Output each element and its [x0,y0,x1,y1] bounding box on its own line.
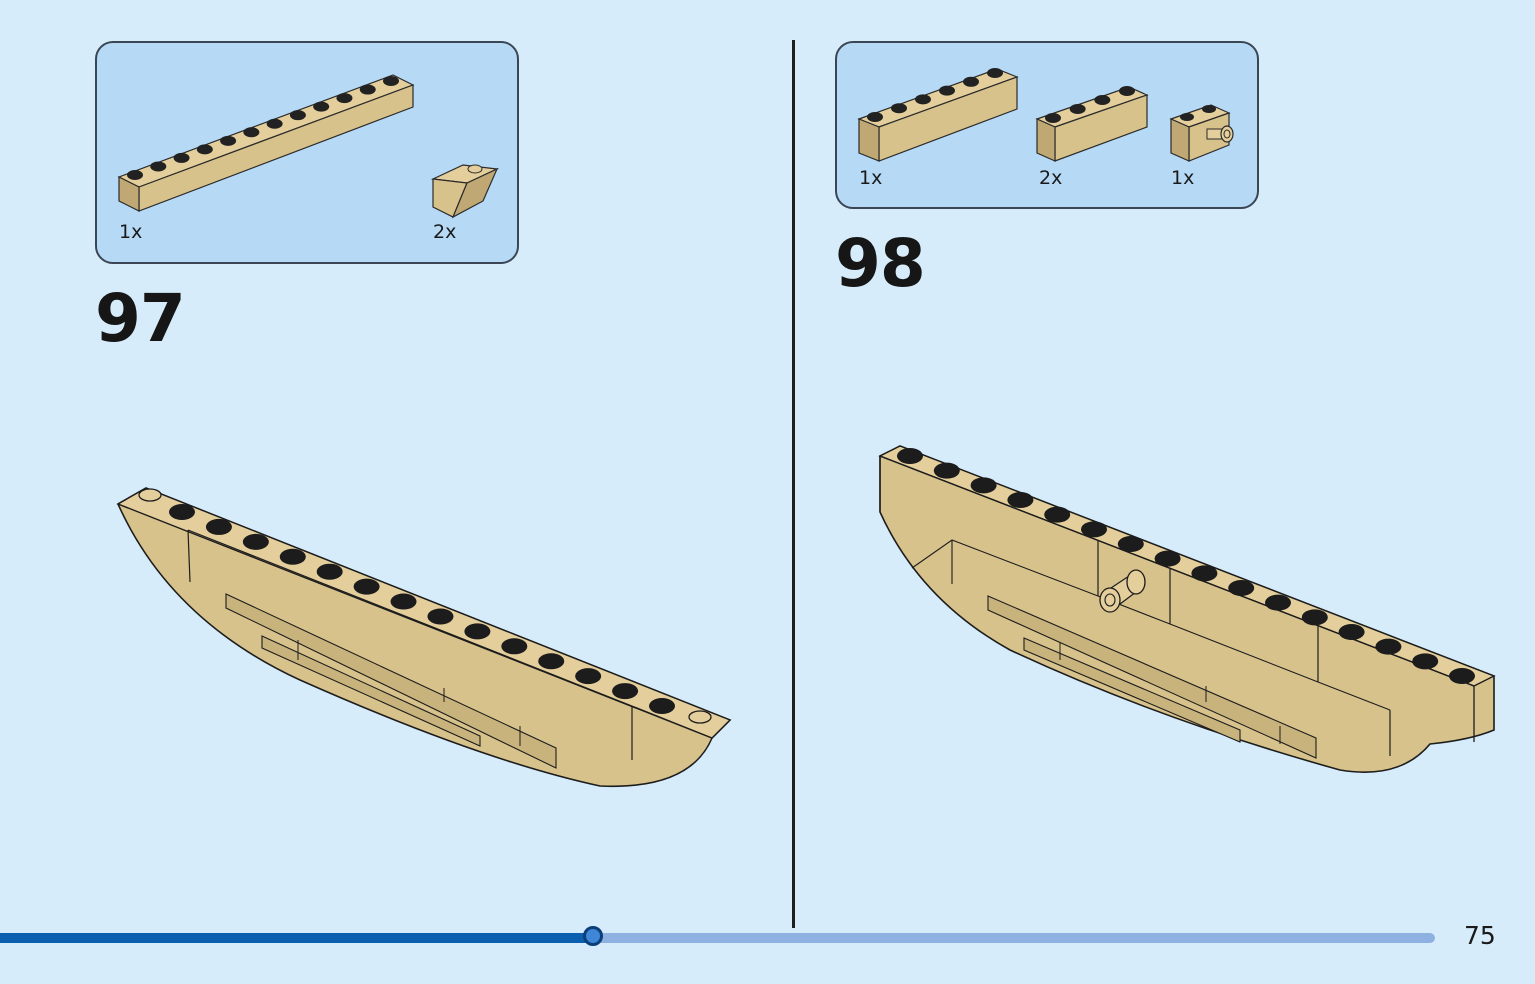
stud [390,593,417,610]
stud [1044,506,1071,523]
stud [1338,624,1365,640]
page-divider [792,40,795,928]
stud [1412,653,1439,670]
stud [915,94,931,105]
stud [205,518,232,535]
stud [939,85,955,96]
stud [173,152,190,163]
progress-knob[interactable] [583,926,603,946]
model-step-98 [878,445,1496,773]
page-number: 75 [1464,921,1496,950]
stud [316,563,343,580]
stud [1094,95,1111,105]
tan-brick-1x4-icon [1035,86,1149,162]
stud [1117,536,1144,552]
stud [266,118,283,129]
progress-track [0,933,1435,943]
stud [243,127,260,138]
parts-callout-step-97: 1x 2x [95,41,519,264]
stud [1081,521,1107,538]
part-quantity: 2x [1039,167,1063,189]
part-quantity: 2x [433,221,457,243]
stud [1154,550,1181,567]
step-number: 97 [95,280,186,357]
part-quantity: 1x [859,167,883,189]
stud [1265,594,1291,611]
tan-inverted-slope-icon [431,164,500,219]
progress-fill [0,933,593,943]
tan-brick-with-pin-icon [1169,104,1234,162]
stud [987,68,1003,78]
stud [538,653,565,670]
stud [963,76,979,87]
stud [242,533,269,550]
stud [313,101,330,112]
stud [1007,492,1034,508]
tan-brick-1x6-icon [857,68,1019,162]
stud [891,103,907,114]
stud [169,504,195,520]
stud [867,112,883,122]
stud [220,135,237,146]
stud [336,93,353,104]
stud [501,638,528,655]
stud [464,623,491,640]
stud [1045,113,1061,123]
part-quantity: 1x [119,221,143,243]
stud [1449,668,1475,684]
step-number: 98 [835,225,926,302]
stud [150,161,167,172]
stud [575,668,602,685]
stud [1228,580,1255,596]
stud [970,477,997,494]
stud [359,84,376,95]
stud [279,548,306,565]
stud [1119,86,1135,96]
stud [612,683,639,700]
stud [427,608,454,625]
stud [1069,104,1086,114]
stud [1375,638,1402,655]
stud [1301,609,1328,626]
stud [383,76,399,86]
stud [127,170,143,180]
model-step-97 [116,487,732,788]
stud [353,578,380,595]
parts-callout-step-98: 1x 2x 1x [835,41,1259,209]
stud [289,110,306,121]
stud [897,448,923,464]
stud [196,144,213,155]
tan-brick-1x12-icon [117,74,415,212]
stud [649,698,675,714]
part-quantity: 1x [1171,167,1195,189]
stud [1191,565,1218,582]
stud [933,462,960,479]
